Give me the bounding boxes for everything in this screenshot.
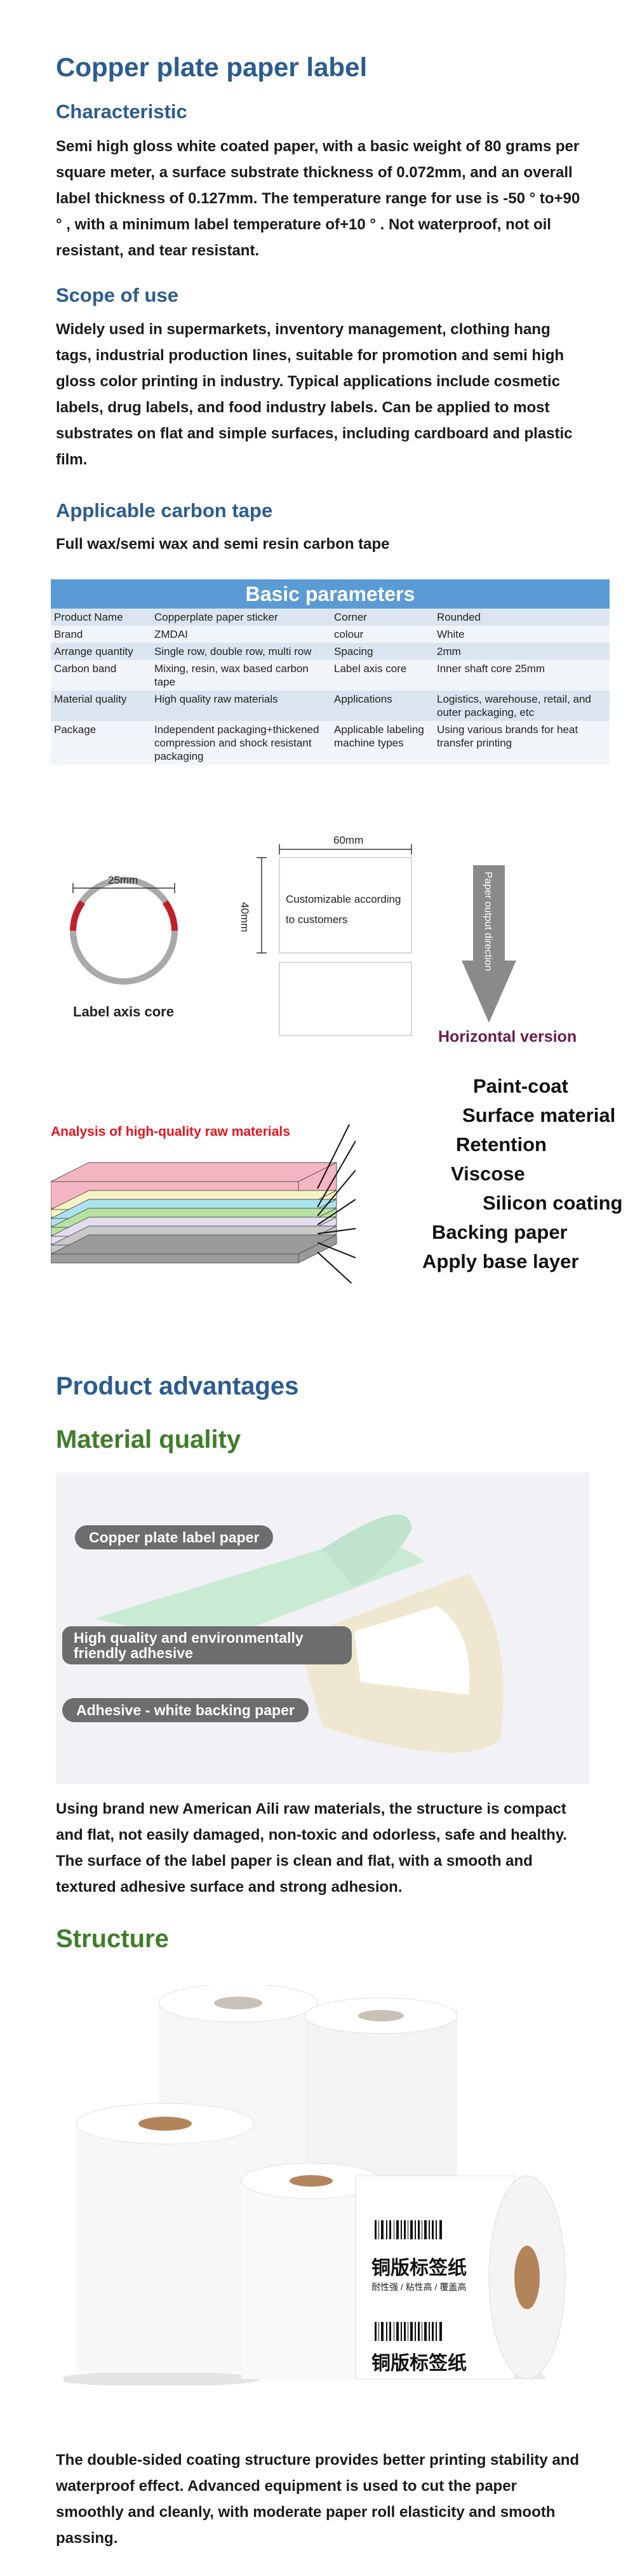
width-dimension-label: 60mm <box>333 834 364 846</box>
characteristic-heading: Characteristic <box>56 100 187 123</box>
layer-front <box>51 1253 299 1264</box>
leader-line <box>317 1228 356 1234</box>
material-pill-adhesive: High quality and environmentally friendl… <box>62 1626 352 1664</box>
material-text: Using brand new American Aili raw materi… <box>56 1800 568 1896</box>
scope-text: Widely used in supermarkets, inventory m… <box>56 321 573 468</box>
layer-label: Surface material <box>462 1104 616 1126</box>
leader-line <box>317 1251 352 1283</box>
label-rolls-illustration <box>57 1983 566 2387</box>
core-label: Label axis core <box>73 1004 174 1020</box>
material-heading: Material quality <box>56 1426 241 1453</box>
parameters-title: Basic parameters <box>51 579 610 609</box>
structure-heading: Structure <box>56 1925 169 1953</box>
layer-label: Viscose <box>451 1163 525 1185</box>
material-pill-backing: Adhesive - white backing paper <box>62 1698 309 1722</box>
label-tags-text: 耐性强 / 粘性高 / 覆盖高 <box>371 2282 467 2292</box>
label-brand-text: 铜版标签纸 <box>371 2353 467 2374</box>
layer-side <box>298 1234 337 1264</box>
output-direction-arrow <box>462 865 516 1023</box>
carbon-text: Full wax/semi wax and semi resin carbon … <box>56 536 390 553</box>
material-pill-paper: Copper plate label paper <box>75 1525 274 1549</box>
advantages-heading: Product advantages <box>56 1372 299 1400</box>
customizable-text: Customizable according to customers <box>286 893 401 926</box>
direction-label: Paper output direction <box>483 872 493 971</box>
layer-label: Retention <box>456 1133 547 1156</box>
characteristic-text: Semi high gloss white coated paper, with… <box>56 138 580 259</box>
label-outline-svg <box>257 844 412 1036</box>
layer-label: Silicon coating <box>483 1192 623 1214</box>
layer-top <box>51 1234 337 1255</box>
material-image: Copper plate label paper High quality an… <box>56 1473 589 1784</box>
height-dimension-label: 40mm <box>239 902 251 933</box>
leader-line <box>317 1140 356 1208</box>
layer-top <box>51 1162 337 1182</box>
horizontal-version-label: Horizontal version <box>438 1028 577 1046</box>
core-dimension-label: 25mm <box>108 874 138 886</box>
scope-heading: Scope of use <box>56 284 178 306</box>
leader-line <box>317 1199 356 1225</box>
page-title: Copper plate paper label <box>56 52 368 82</box>
label-rolls-image: 铜版标签纸 耐性强 / 粘性高 / 覆盖高 铜版标签纸 <box>57 1983 578 2387</box>
carbon-heading: Applicable carbon tape <box>56 499 273 522</box>
material-layers-illustration <box>94 1514 504 1753</box>
label-brand-text: 铜版标签纸 <box>371 2258 467 2279</box>
structure-text: The double-sided coating structure provi… <box>56 2451 580 2547</box>
leader-line <box>317 1170 356 1217</box>
layer-stack-svg <box>51 1124 356 1283</box>
leader-line <box>317 1124 351 1189</box>
layer-label: Paint-coat <box>473 1075 568 1097</box>
analysis-label: Analysis of high-quality raw materials <box>51 1124 290 1139</box>
layer-label: Apply base layer <box>422 1250 579 1272</box>
layer-label: Backing paper <box>432 1221 568 1243</box>
axis-core-ring <box>70 877 178 985</box>
leader-line <box>317 1242 356 1258</box>
